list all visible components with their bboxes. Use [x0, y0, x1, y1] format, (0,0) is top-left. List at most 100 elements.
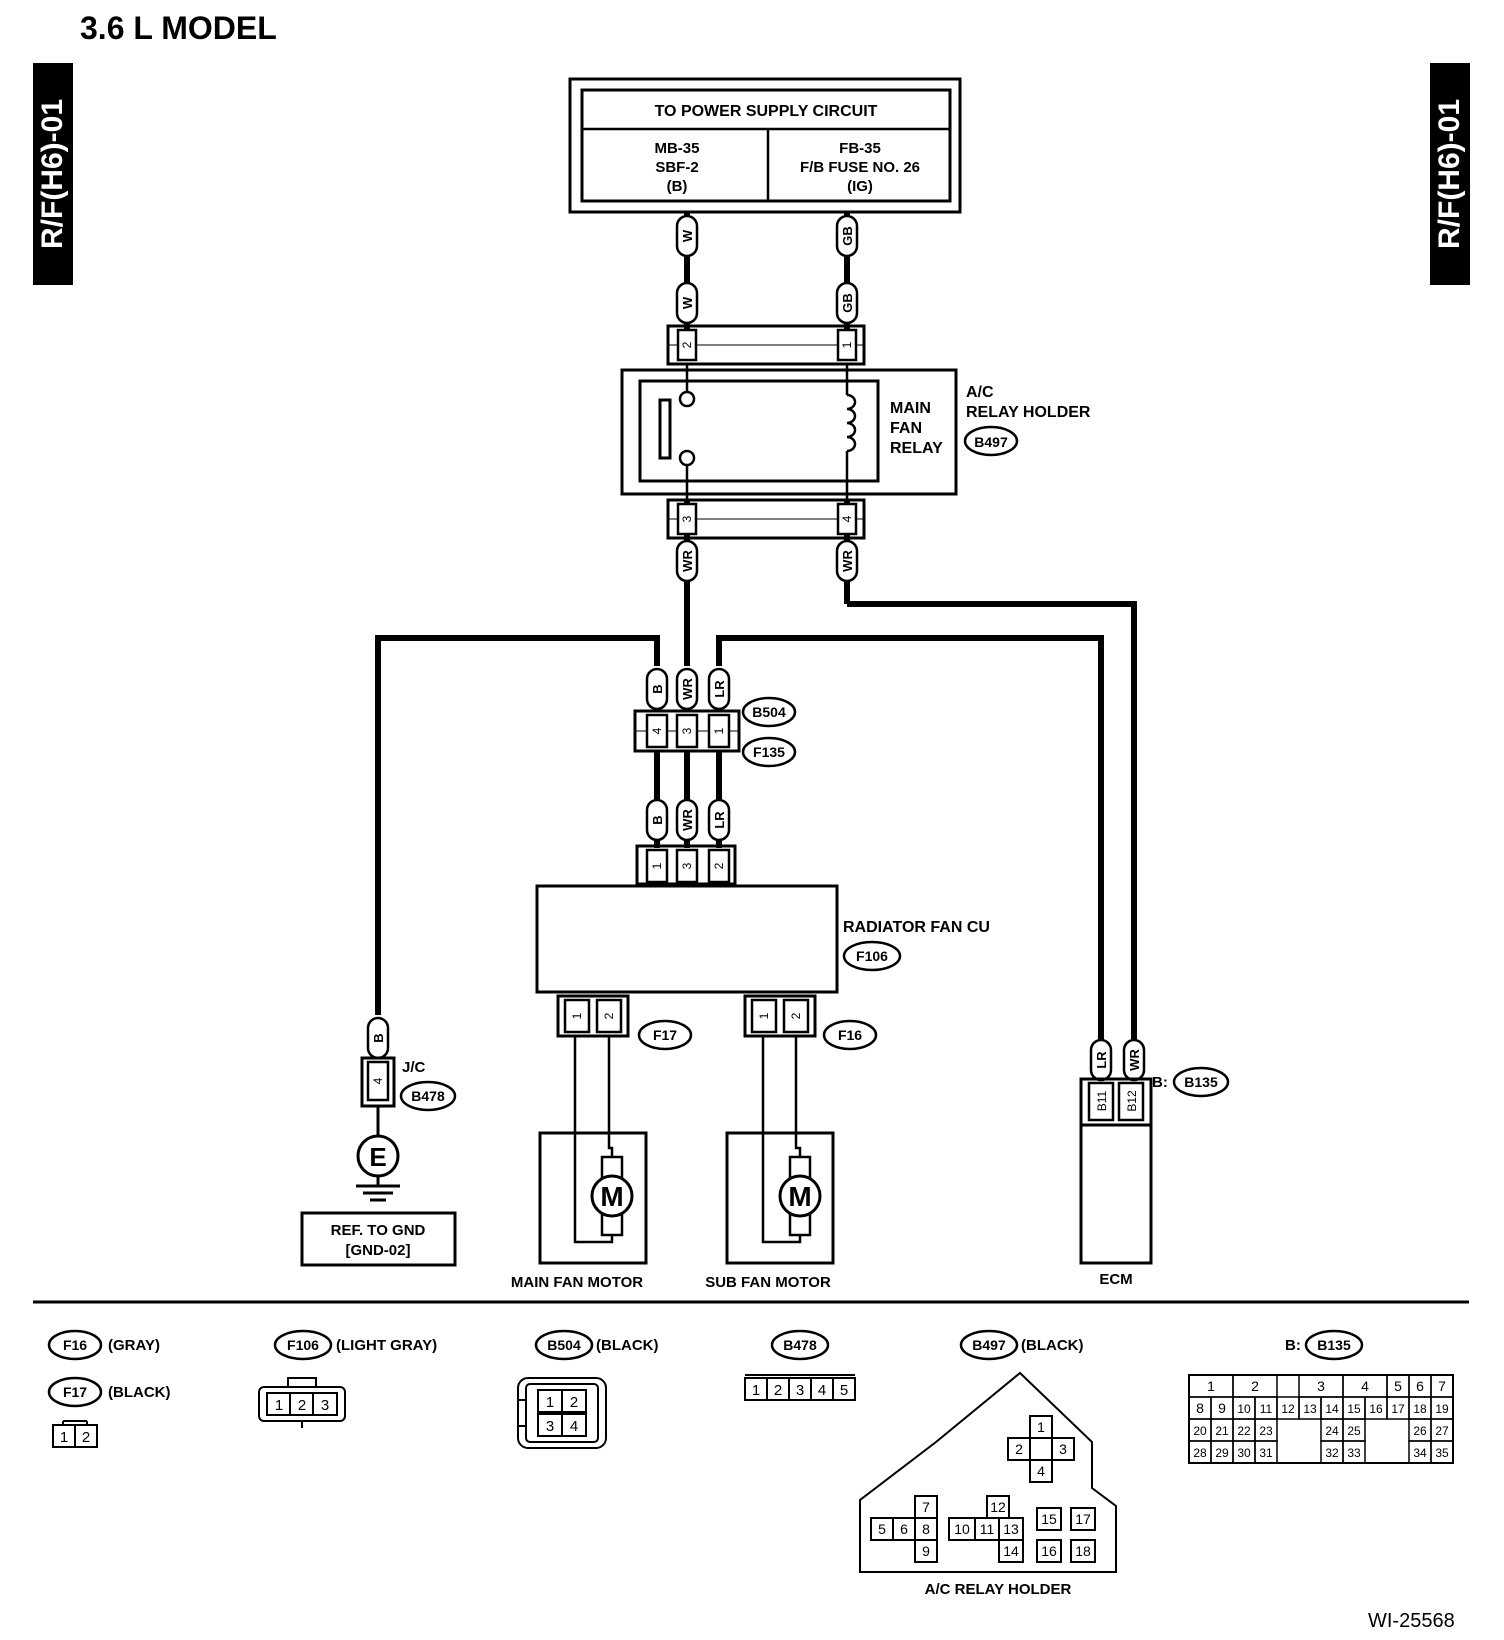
wire-label: WR — [680, 678, 695, 700]
power-supply-box — [568, 77, 962, 214]
b135-pin-label: 3 — [1317, 1378, 1325, 1394]
legend-pin: 18 — [1075, 1543, 1091, 1559]
main-fan-motor-label: MAIN FAN MOTOR — [511, 1274, 643, 1291]
legend-pin: 3 — [546, 1418, 554, 1435]
pin-number: 1 — [712, 727, 726, 734]
wire-label: WR — [680, 550, 695, 572]
legend-pin: 4 — [570, 1418, 578, 1435]
b135-pin-label: 2 — [1251, 1378, 1259, 1394]
b135-pin-label: 6 — [1416, 1378, 1424, 1394]
b135-pin-label: 4 — [1361, 1378, 1369, 1394]
legend-pin: 14 — [1003, 1543, 1019, 1559]
b135-pin-label: 7 — [1438, 1378, 1446, 1394]
legend-pin: 7 — [922, 1499, 930, 1515]
legend-pin: 1 — [752, 1382, 760, 1399]
radiator-fan-cu — [535, 844, 902, 994]
pin-number: 4 — [371, 1077, 385, 1084]
motor-symbol: M — [600, 1181, 623, 1212]
pin-number: 3 — [680, 515, 694, 522]
b135-pin-label: 33 — [1347, 1446, 1361, 1460]
legend-pin: 8 — [922, 1521, 930, 1537]
legend-pin: 12 — [990, 1499, 1006, 1515]
legend-pin: 2 — [570, 1394, 578, 1411]
ecm-label: ECM — [1099, 1271, 1132, 1288]
legend-color: (LIGHT GRAY) — [336, 1337, 437, 1354]
connector-code: B135 — [1184, 1074, 1218, 1090]
legend-color: (BLACK) — [596, 1337, 658, 1354]
wire-label: B — [371, 1033, 386, 1042]
ecm-prefix: B: — [1152, 1074, 1168, 1091]
b135-pin-label: 31 — [1259, 1446, 1273, 1460]
b135-pin-label: 5 — [1394, 1378, 1402, 1394]
pin-number: B12 — [1125, 1090, 1139, 1112]
b135-pin-label: 24 — [1325, 1424, 1339, 1438]
pin-number: B11 — [1095, 1090, 1109, 1111]
power-right-line3: (IG) — [847, 178, 873, 195]
legend-pin: 4 — [818, 1382, 826, 1399]
legend-pin: 11 — [980, 1521, 995, 1537]
b135-pin-label: 15 — [1347, 1402, 1361, 1416]
connector-code: F106 — [856, 948, 888, 964]
legend-connector-id: B135 — [1317, 1337, 1351, 1353]
b135-pin-label: 30 — [1237, 1446, 1251, 1460]
ground-ref-line2: [GND-02] — [345, 1242, 410, 1259]
wire-label-texts: W W GB GB WR WR B WR LR B WR LR B LR WR — [371, 226, 1142, 1071]
b135-pin-label: 10 — [1237, 1402, 1251, 1416]
connector-code: F135 — [753, 744, 785, 760]
legend-pin: 2 — [1015, 1441, 1023, 1457]
legend-color: (GRAY) — [108, 1337, 160, 1354]
wire-label: B — [650, 815, 665, 824]
legend-pin: 4 — [1037, 1463, 1045, 1479]
legend-color: (BLACK) — [1021, 1337, 1083, 1354]
b135-pin-label: 22 — [1237, 1424, 1251, 1438]
wire-label: GB — [840, 293, 855, 313]
b135-pin-label: 1 — [1207, 1378, 1215, 1394]
jc-label: J/C — [402, 1059, 426, 1076]
pin-number: 2 — [602, 1012, 616, 1019]
legend-texts: F16 (GRAY) F17 (BLACK) 1 2 F106 (LIGHT G… — [60, 1337, 1351, 1598]
pin-number: 4 — [650, 727, 664, 734]
wire-label: LR — [712, 680, 727, 698]
b135-pin-label: 8 — [1196, 1400, 1204, 1416]
legend-pin: 3 — [796, 1382, 804, 1399]
legend-pin: 9 — [922, 1543, 930, 1559]
connector-code: B504 — [752, 704, 786, 720]
ground-ref-line1: REF. TO GND — [331, 1222, 426, 1239]
b135-pin-label: 11 — [1260, 1402, 1273, 1416]
b135-pin-label: 16 — [1369, 1402, 1383, 1416]
legend-pin: 17 — [1075, 1511, 1091, 1527]
b135-pin-label: 14 — [1325, 1402, 1339, 1416]
legend-pin: 5 — [840, 1382, 848, 1399]
b135-pin-label: 34 — [1413, 1446, 1427, 1460]
wire-label: B — [650, 684, 665, 693]
wire-label: W — [680, 296, 695, 309]
b135-pin-cell — [1342, 1440, 1366, 1464]
b135-pin-cell — [1430, 1440, 1454, 1464]
power-left-line3: (B) — [667, 178, 688, 195]
b135-pin-label: 28 — [1193, 1446, 1207, 1460]
figure-code: WI-25568 — [1368, 1610, 1455, 1632]
legend-pin: 2 — [774, 1382, 782, 1399]
b135-pin-label: 18 — [1413, 1402, 1427, 1416]
legend-pin: 16 — [1041, 1543, 1057, 1559]
legend-connector-id: B497 — [972, 1337, 1006, 1353]
legend-pin: 6 — [900, 1521, 908, 1537]
power-left-line2: SBF-2 — [655, 159, 698, 176]
legend-pin: 1 — [1037, 1419, 1045, 1435]
pin-number: 1 — [650, 862, 664, 869]
ground-symbol: E — [369, 1142, 386, 1172]
legend-pin: 13 — [1003, 1521, 1019, 1537]
legend-pin: 1 — [546, 1394, 554, 1411]
motor-symbol: M — [788, 1181, 811, 1212]
legend-pin: 1 — [60, 1429, 68, 1446]
wire-label: WR — [680, 809, 695, 831]
relay-holder-caption: A/C RELAY HOLDER — [925, 1581, 1072, 1598]
b135-pin-label: 12 — [1281, 1402, 1295, 1416]
wire-label: W — [680, 229, 695, 242]
connector-code: F16 — [838, 1027, 862, 1043]
b135-pin-label: 32 — [1325, 1446, 1339, 1460]
pin-number: 1 — [757, 1012, 771, 1019]
pin-number: 3 — [680, 862, 694, 869]
